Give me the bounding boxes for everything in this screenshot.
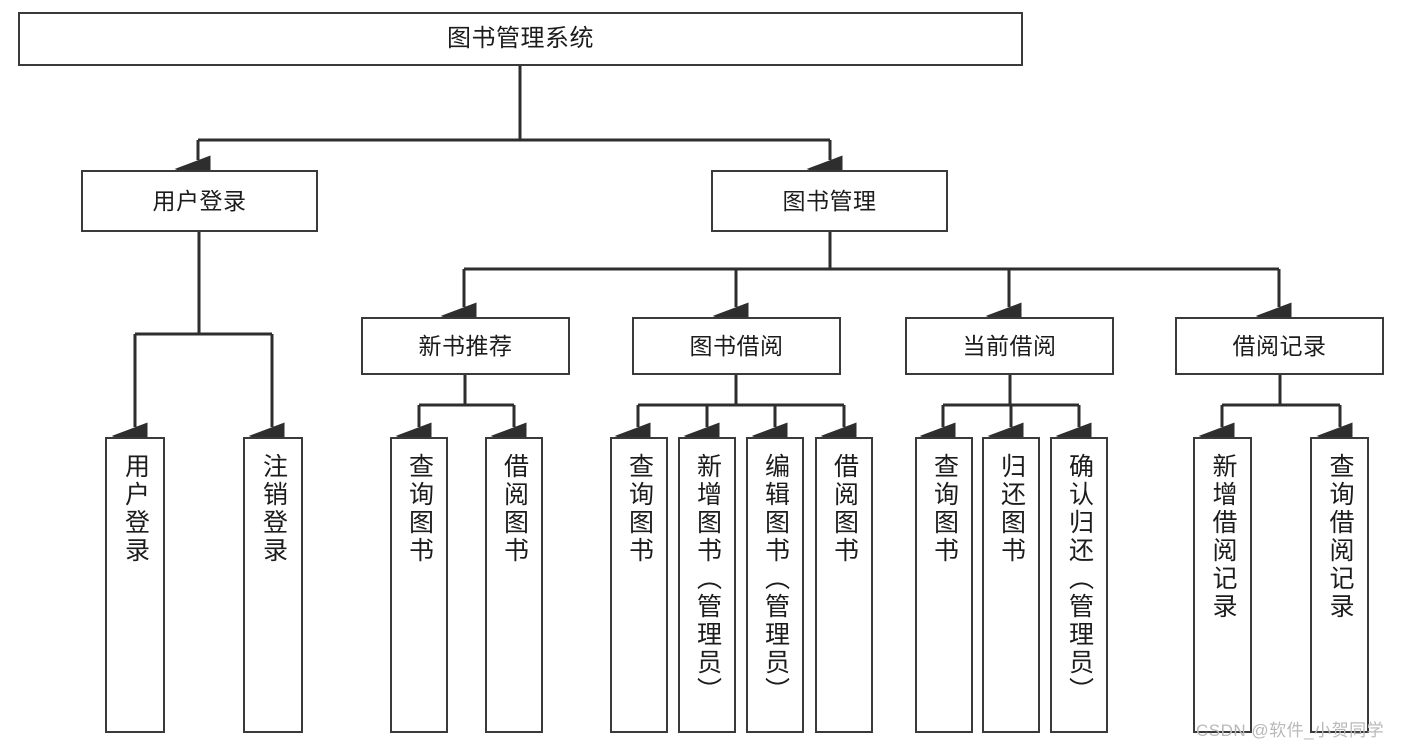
leaf-logout[interactable]: 注销登录 bbox=[243, 437, 303, 733]
leaf-confirm-return-admin[interactable]: 确认归还（管理员） bbox=[1050, 437, 1108, 733]
node-label: 查询借阅记录 bbox=[1326, 453, 1354, 621]
node-label: 借阅记录 bbox=[1232, 332, 1327, 359]
node-user-login[interactable]: 用户登录 bbox=[81, 170, 318, 232]
node-root-book-management-system[interactable]: 图书管理系统 bbox=[18, 12, 1023, 66]
node-book-management[interactable]: 图书管理 bbox=[711, 170, 948, 232]
node-current-borrow[interactable]: 当前借阅 bbox=[905, 317, 1114, 375]
leaf-query-book-borrow[interactable]: 查询图书 bbox=[610, 437, 668, 733]
node-label: 图书管理系统 bbox=[447, 25, 594, 53]
node-label: 当前借阅 bbox=[962, 332, 1057, 359]
leaf-add-book-admin[interactable]: 新增图书（管理员） bbox=[678, 437, 736, 733]
leaf-query-book-current[interactable]: 查询图书 bbox=[915, 437, 973, 733]
node-book-borrow[interactable]: 图书借阅 bbox=[632, 317, 841, 375]
leaf-add-borrow-record[interactable]: 新增借阅记录 bbox=[1193, 437, 1252, 733]
node-label: 查询图书 bbox=[405, 453, 434, 565]
node-label: 归还图书 bbox=[997, 453, 1026, 565]
node-label: 新增借阅记录 bbox=[1209, 453, 1237, 621]
node-label: 查询图书 bbox=[930, 453, 959, 565]
node-label: 编辑图书（管理员） bbox=[761, 453, 790, 705]
leaf-user-login[interactable]: 用户登录 bbox=[105, 437, 165, 733]
leaf-borrow-book[interactable]: 借阅图书 bbox=[815, 437, 873, 733]
node-label: 借阅图书 bbox=[500, 453, 529, 565]
csdn-watermark: CSDN @软件_小贺同学 bbox=[1196, 721, 1385, 740]
node-borrow-record[interactable]: 借阅记录 bbox=[1175, 317, 1384, 375]
node-label: 确认归还（管理员） bbox=[1065, 453, 1094, 705]
node-label: 图书管理 bbox=[782, 187, 877, 214]
leaf-edit-book-admin[interactable]: 编辑图书（管理员） bbox=[746, 437, 804, 733]
node-label: 用户登录 bbox=[152, 187, 247, 214]
node-label: 用户登录 bbox=[121, 453, 150, 565]
leaf-query-book-recommend[interactable]: 查询图书 bbox=[390, 437, 448, 733]
node-label: 注销登录 bbox=[259, 453, 288, 565]
node-label: 新增图书（管理员） bbox=[693, 453, 722, 705]
node-label: 新书推荐 bbox=[418, 332, 513, 359]
leaf-borrow-book-recommend[interactable]: 借阅图书 bbox=[485, 437, 543, 733]
node-label: 查询图书 bbox=[625, 453, 654, 565]
leaf-query-borrow-record[interactable]: 查询借阅记录 bbox=[1310, 437, 1369, 733]
node-label: 借阅图书 bbox=[830, 453, 859, 565]
node-label: 图书借阅 bbox=[689, 332, 784, 359]
node-new-book-recommend[interactable]: 新书推荐 bbox=[361, 317, 570, 375]
leaf-return-book[interactable]: 归还图书 bbox=[982, 437, 1040, 733]
